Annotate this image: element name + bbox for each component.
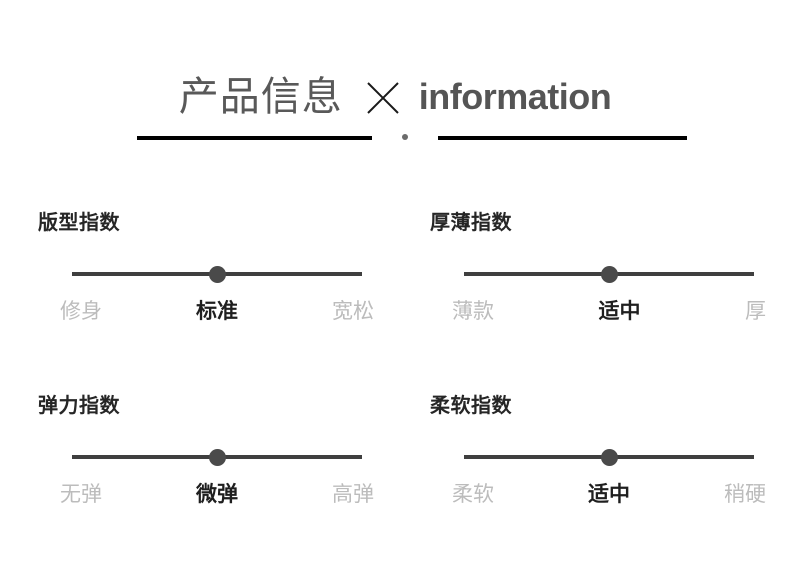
page-header: 产品信息 information: [0, 0, 790, 160]
index-slider[interactable]: [72, 448, 362, 466]
page-title-chinese: 产品信息: [178, 75, 343, 119]
slider-label-row: 薄款 适中 厚: [452, 301, 766, 322]
slider-label-center: 微弹: [196, 483, 238, 506]
slider-label-right: 高弹: [332, 483, 374, 506]
slider-label-row: 修身 标准 宽松: [60, 301, 374, 322]
slider-label-center: 适中: [598, 300, 641, 323]
header-rule-dot: [402, 134, 408, 140]
index-title: 版型指数: [38, 212, 120, 234]
index-title: 厚薄指数: [430, 212, 512, 234]
slider-knob[interactable]: [600, 448, 618, 466]
header-title-row: 产品信息 information: [0, 66, 790, 128]
index-slider[interactable]: [72, 265, 362, 283]
slider-label-left: 柔软: [452, 483, 494, 506]
index-grid: 版型指数 修身 标准 宽松 厚薄指数 薄款 适中 厚 弹力指数 无: [0, 160, 790, 542]
index-card-elasticity: 弹力指数 无弹 微弹 高弹: [38, 396, 383, 581]
slider-label-row: 柔软 适中 稍硬: [452, 484, 766, 505]
index-slider[interactable]: [464, 448, 754, 466]
page-title-english: information: [418, 76, 612, 117]
cross-icon: [365, 80, 401, 116]
index-title: 柔软指数: [430, 395, 512, 417]
slider-label-left: 无弹: [60, 483, 102, 506]
index-card-thickness: 厚薄指数 薄款 适中 厚: [430, 213, 775, 398]
index-card-softness: 柔软指数 柔软 适中 稍硬: [430, 396, 775, 581]
index-title: 弹力指数: [38, 395, 120, 417]
slider-label-left: 薄款: [452, 300, 494, 323]
header-rule-right: [438, 136, 687, 140]
slider-knob[interactable]: [208, 265, 226, 283]
header-rule-left: [137, 136, 372, 140]
index-card-fit: 版型指数 修身 标准 宽松: [38, 213, 383, 398]
slider-label-center: 标准: [196, 300, 238, 323]
slider-knob[interactable]: [600, 265, 618, 283]
slider-label-right: 稍硬: [724, 483, 766, 506]
slider-label-right: 宽松: [332, 300, 374, 323]
slider-label-center: 适中: [588, 483, 630, 506]
slider-label-left: 修身: [60, 300, 102, 323]
slider-label-right: 厚: [745, 300, 766, 323]
slider-knob[interactable]: [208, 448, 226, 466]
slider-label-row: 无弹 微弹 高弹: [60, 484, 374, 505]
index-slider[interactable]: [464, 265, 754, 283]
